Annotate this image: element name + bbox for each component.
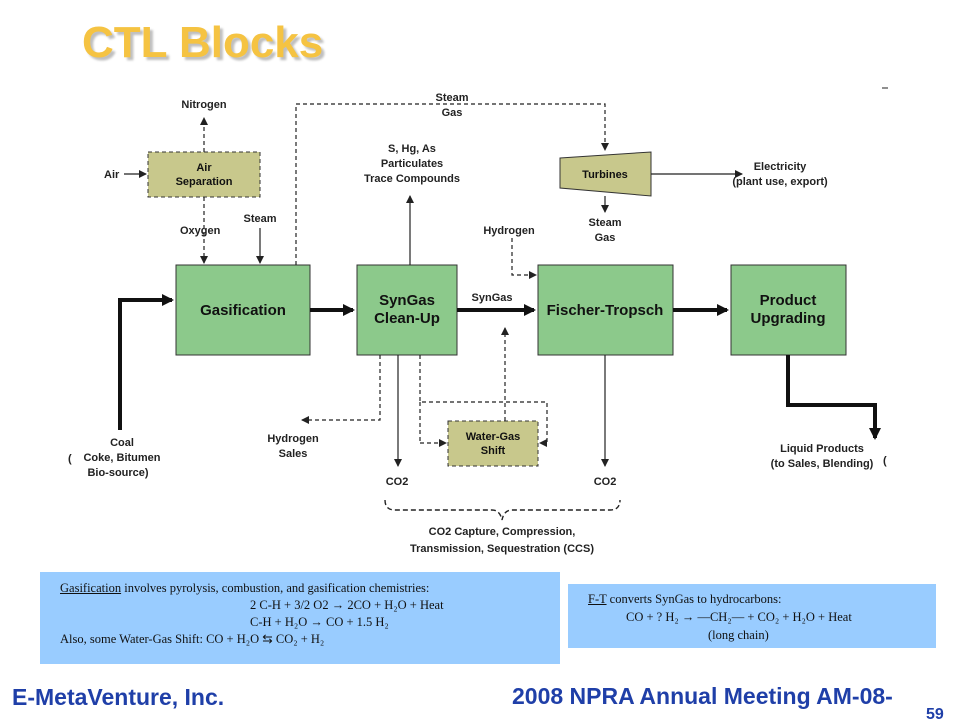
product-upgrading-label-2: Upgrading bbox=[751, 310, 826, 327]
gasification-note-eq3: Also, some Water-Gas Shift: CO + H₂O ⇆ C… bbox=[60, 632, 325, 646]
steam-gas-ft-label-2: Gas bbox=[595, 232, 616, 244]
liquid-products-arrow bbox=[786, 355, 881, 440]
hydrogen-sales-arrow bbox=[301, 355, 381, 424]
air-separation-label-1: Air bbox=[196, 162, 212, 174]
syngas-label: SynGas bbox=[472, 292, 513, 304]
gasification-label: Gasification bbox=[200, 302, 286, 319]
turbines-box bbox=[559, 151, 652, 197]
gasification-note-eq1: 2 C-H + 3/2 O2 → 2CO + H₂O + Heat bbox=[250, 598, 444, 612]
gasification-note: Gasification involves pyrolysis, combust… bbox=[40, 572, 560, 664]
fischer-tropsch-box bbox=[537, 264, 674, 356]
product-upgrading-label-1: Product bbox=[760, 292, 817, 309]
ft-note-eq1: CO + ? H₂ → —CH₂— + CO₂ + H₂O + Heat bbox=[626, 610, 852, 624]
hydrogen-sales-label-1: Hydrogen bbox=[267, 433, 319, 445]
air-label: Air bbox=[104, 169, 120, 181]
coal-label-2: Coke, Bitumen bbox=[83, 452, 160, 464]
impurities-label-2: Particulates bbox=[381, 158, 443, 170]
co2-left-label: CO2 bbox=[386, 476, 409, 488]
ccs-label-2: Transmission, Sequestration (CCS) bbox=[410, 543, 594, 555]
gasification-note-intro: Gasification involves pyrolysis, combust… bbox=[60, 580, 560, 597]
ft-note-term: F-T bbox=[588, 592, 607, 606]
fischer-tropsch-label: Fischer-Tropsch bbox=[547, 302, 664, 319]
ft-note: F-T converts SynGas to hydrocarbons: CO … bbox=[568, 584, 936, 648]
coal-label-3: Bio-source) bbox=[87, 467, 148, 479]
ccs-brace bbox=[384, 499, 621, 521]
hydrogen-arrow bbox=[511, 238, 537, 279]
co2-right-label: CO2 bbox=[594, 476, 617, 488]
air-separation-box bbox=[147, 151, 261, 198]
liquid-products-label-1: Liquid Products bbox=[780, 443, 864, 455]
syngas-cleanup-label-1: SynGas bbox=[379, 292, 435, 309]
coal-label-1: Coal bbox=[110, 437, 134, 449]
product-upgrading-box bbox=[730, 264, 847, 356]
water-gas-shift-box bbox=[447, 420, 539, 467]
steam-gas-top-label-1: Steam bbox=[435, 92, 468, 104]
syngas-cleanup-label-2: Clean-Up bbox=[374, 310, 440, 327]
water-gas-shift-label-2: Shift bbox=[481, 445, 506, 457]
footer-company: E-MetaVenture, Inc. bbox=[12, 684, 225, 710]
electricity-label-2: (plant use, export) bbox=[732, 176, 828, 188]
gasification-box bbox=[175, 264, 311, 356]
gasification-note-eq2: C-H + H₂O → CO + 1.5 H₂ bbox=[250, 615, 389, 629]
coal-feed-arrow bbox=[118, 294, 174, 430]
hydrogen-label: Hydrogen bbox=[483, 225, 535, 237]
water-gas-shift-label-1: Water-Gas bbox=[466, 431, 521, 443]
footer-meeting-number: 59 bbox=[926, 706, 944, 723]
electricity-label-1: Electricity bbox=[754, 161, 807, 173]
air-separation-label-2: Separation bbox=[176, 176, 233, 188]
steam-gas-top-label-2: Gas bbox=[442, 107, 463, 119]
page-title: CTL Blocks bbox=[82, 18, 324, 67]
nitrogen-label: Nitrogen bbox=[181, 99, 227, 111]
ft-note-eq2: (long chain) bbox=[708, 628, 769, 642]
liquid-products-label-2: (to Sales, Blending) bbox=[771, 458, 874, 470]
liquid-paren: ( bbox=[883, 455, 887, 467]
steam-label: Steam bbox=[243, 213, 276, 225]
footer-meeting: 2008 NPRA Annual Meeting AM-08- bbox=[512, 683, 893, 709]
oxygen-label: Oxygen bbox=[180, 225, 221, 237]
shift-loop-in bbox=[419, 355, 548, 447]
turbines-label: Turbines bbox=[582, 169, 628, 181]
ccs-label-1: CO2 Capture, Compression, bbox=[429, 526, 576, 538]
ft-note-intro: F-T converts SynGas to hydrocarbons: bbox=[588, 590, 936, 608]
coal-paren: ( bbox=[68, 453, 72, 465]
hydrogen-sales-label-2: Sales bbox=[279, 448, 308, 460]
impurities-label-1: S, Hg, As bbox=[388, 143, 436, 155]
steam-gas-ft-label-1: Steam bbox=[588, 217, 621, 229]
ft-note-intro-text: converts SynGas to hydrocarbons: bbox=[606, 592, 782, 606]
impurities-label-3: Trace Compounds bbox=[364, 173, 460, 185]
gasification-note-term: Gasification bbox=[60, 581, 122, 595]
gasification-note-intro-text: involves pyrolysis, combustion, and gasi… bbox=[121, 581, 430, 595]
steam-gas-top-arrow bbox=[295, 103, 609, 265]
